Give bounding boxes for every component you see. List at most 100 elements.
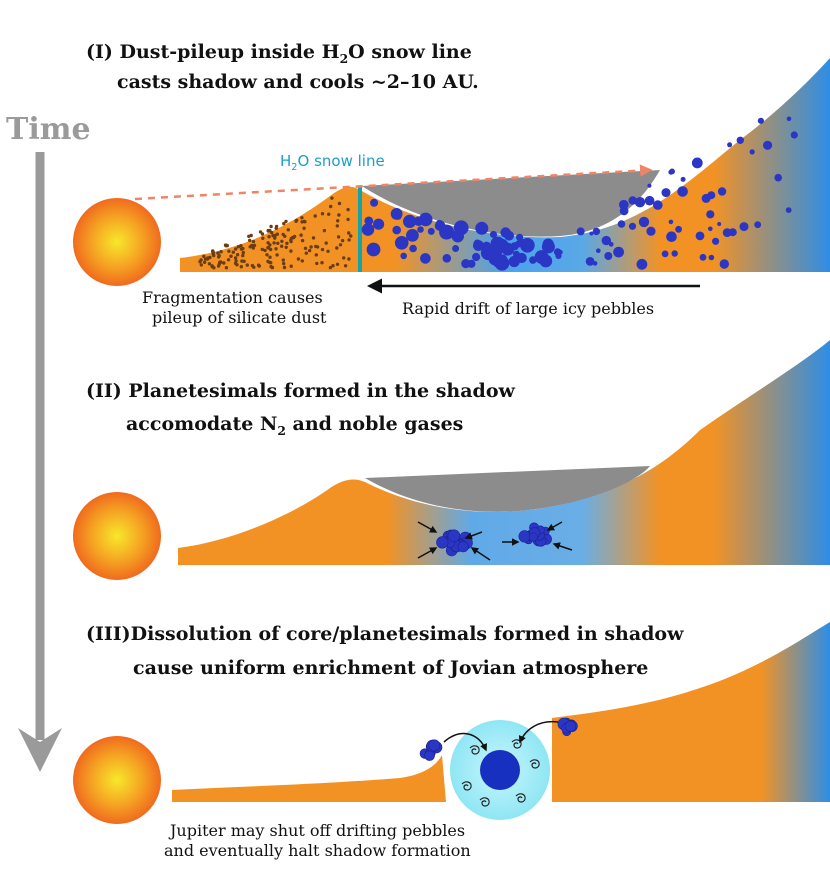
pebble	[436, 536, 449, 549]
panel-2-sub-post: and noble gases	[285, 413, 464, 435]
panel-2-scene	[73, 340, 830, 580]
particle	[346, 217, 350, 222]
particle	[342, 256, 346, 260]
sun-icon	[73, 492, 161, 580]
panel-1-title-sub: 2	[339, 50, 349, 66]
particle	[736, 136, 744, 144]
particle	[708, 226, 713, 232]
panel-1-number: (I)	[86, 41, 113, 63]
particle	[250, 243, 254, 248]
particle	[282, 221, 286, 226]
particle	[309, 245, 313, 249]
particle	[613, 246, 624, 258]
particle	[241, 246, 245, 251]
particle	[202, 260, 207, 264]
pebble	[528, 532, 538, 542]
particle	[757, 117, 765, 124]
particle	[219, 250, 223, 254]
particle	[646, 226, 656, 236]
sun-icon	[73, 736, 161, 824]
particle	[653, 200, 663, 210]
particle	[668, 219, 674, 225]
snow-line-label: H2O snow line	[280, 152, 385, 173]
particle	[335, 246, 339, 250]
particle	[268, 260, 272, 265]
snow-label-post: O snow line	[297, 152, 385, 170]
particle	[218, 260, 223, 264]
particle	[240, 259, 244, 263]
particle	[289, 264, 293, 268]
particle	[680, 176, 686, 182]
jupiter-core	[480, 750, 520, 790]
particle	[314, 244, 318, 249]
particle	[285, 241, 289, 245]
particle	[644, 195, 655, 206]
particle	[261, 236, 265, 240]
particle	[553, 248, 562, 256]
particle	[349, 234, 353, 238]
particle	[739, 222, 749, 232]
particle	[754, 221, 762, 229]
particle	[708, 254, 715, 261]
particle	[224, 266, 229, 270]
infall-arrow	[518, 720, 559, 744]
particle	[207, 262, 212, 266]
particle	[281, 232, 285, 237]
particle	[668, 169, 674, 175]
particle	[361, 223, 375, 236]
particle	[343, 264, 348, 268]
particle	[274, 247, 278, 251]
particle	[231, 250, 235, 254]
particle	[337, 201, 342, 206]
particle	[326, 249, 330, 253]
particle	[248, 238, 252, 243]
particle	[322, 228, 327, 233]
disk-profile-2	[178, 340, 830, 565]
particle	[286, 228, 290, 232]
particle	[542, 238, 554, 250]
particle	[481, 246, 488, 253]
particle	[453, 220, 469, 236]
particle	[763, 140, 773, 150]
particle	[217, 254, 221, 258]
particle	[675, 225, 682, 233]
particle	[274, 226, 278, 230]
particle	[329, 204, 333, 209]
particle	[347, 257, 351, 261]
planetesimal-clump	[419, 739, 443, 761]
gas-swirls	[461, 739, 540, 807]
particle	[273, 233, 277, 238]
particle	[604, 252, 613, 260]
particle	[576, 227, 585, 236]
particle	[409, 244, 417, 253]
particle	[529, 256, 537, 264]
particle	[300, 238, 305, 243]
particle	[671, 250, 678, 257]
particle	[420, 253, 431, 264]
particle	[284, 245, 288, 249]
particle	[270, 230, 274, 235]
disk-inner-3	[172, 755, 446, 802]
particle	[634, 197, 646, 208]
particle	[206, 256, 210, 260]
particle	[727, 142, 733, 148]
particle	[394, 236, 409, 250]
snow-label-sub: 2	[291, 162, 298, 173]
particle	[719, 259, 729, 269]
particle	[251, 246, 255, 250]
particle	[239, 265, 243, 269]
jupiter-note-line2: and eventually halt shadow formation	[164, 841, 471, 860]
particle	[406, 229, 419, 242]
particle	[265, 253, 269, 257]
panel-1-title: (I) Dust-pileup inside H2O snow line	[86, 40, 472, 64]
particle	[233, 256, 238, 260]
jupiter-note-line1: Jupiter may shut off drifting pebbles	[170, 821, 466, 840]
particle	[515, 240, 523, 248]
particle	[637, 259, 647, 268]
time-arrow	[18, 152, 62, 772]
panel-2-number: (II)	[86, 380, 122, 402]
particle	[292, 234, 297, 239]
particle	[236, 245, 241, 249]
particle	[303, 246, 308, 250]
particle	[300, 259, 304, 263]
